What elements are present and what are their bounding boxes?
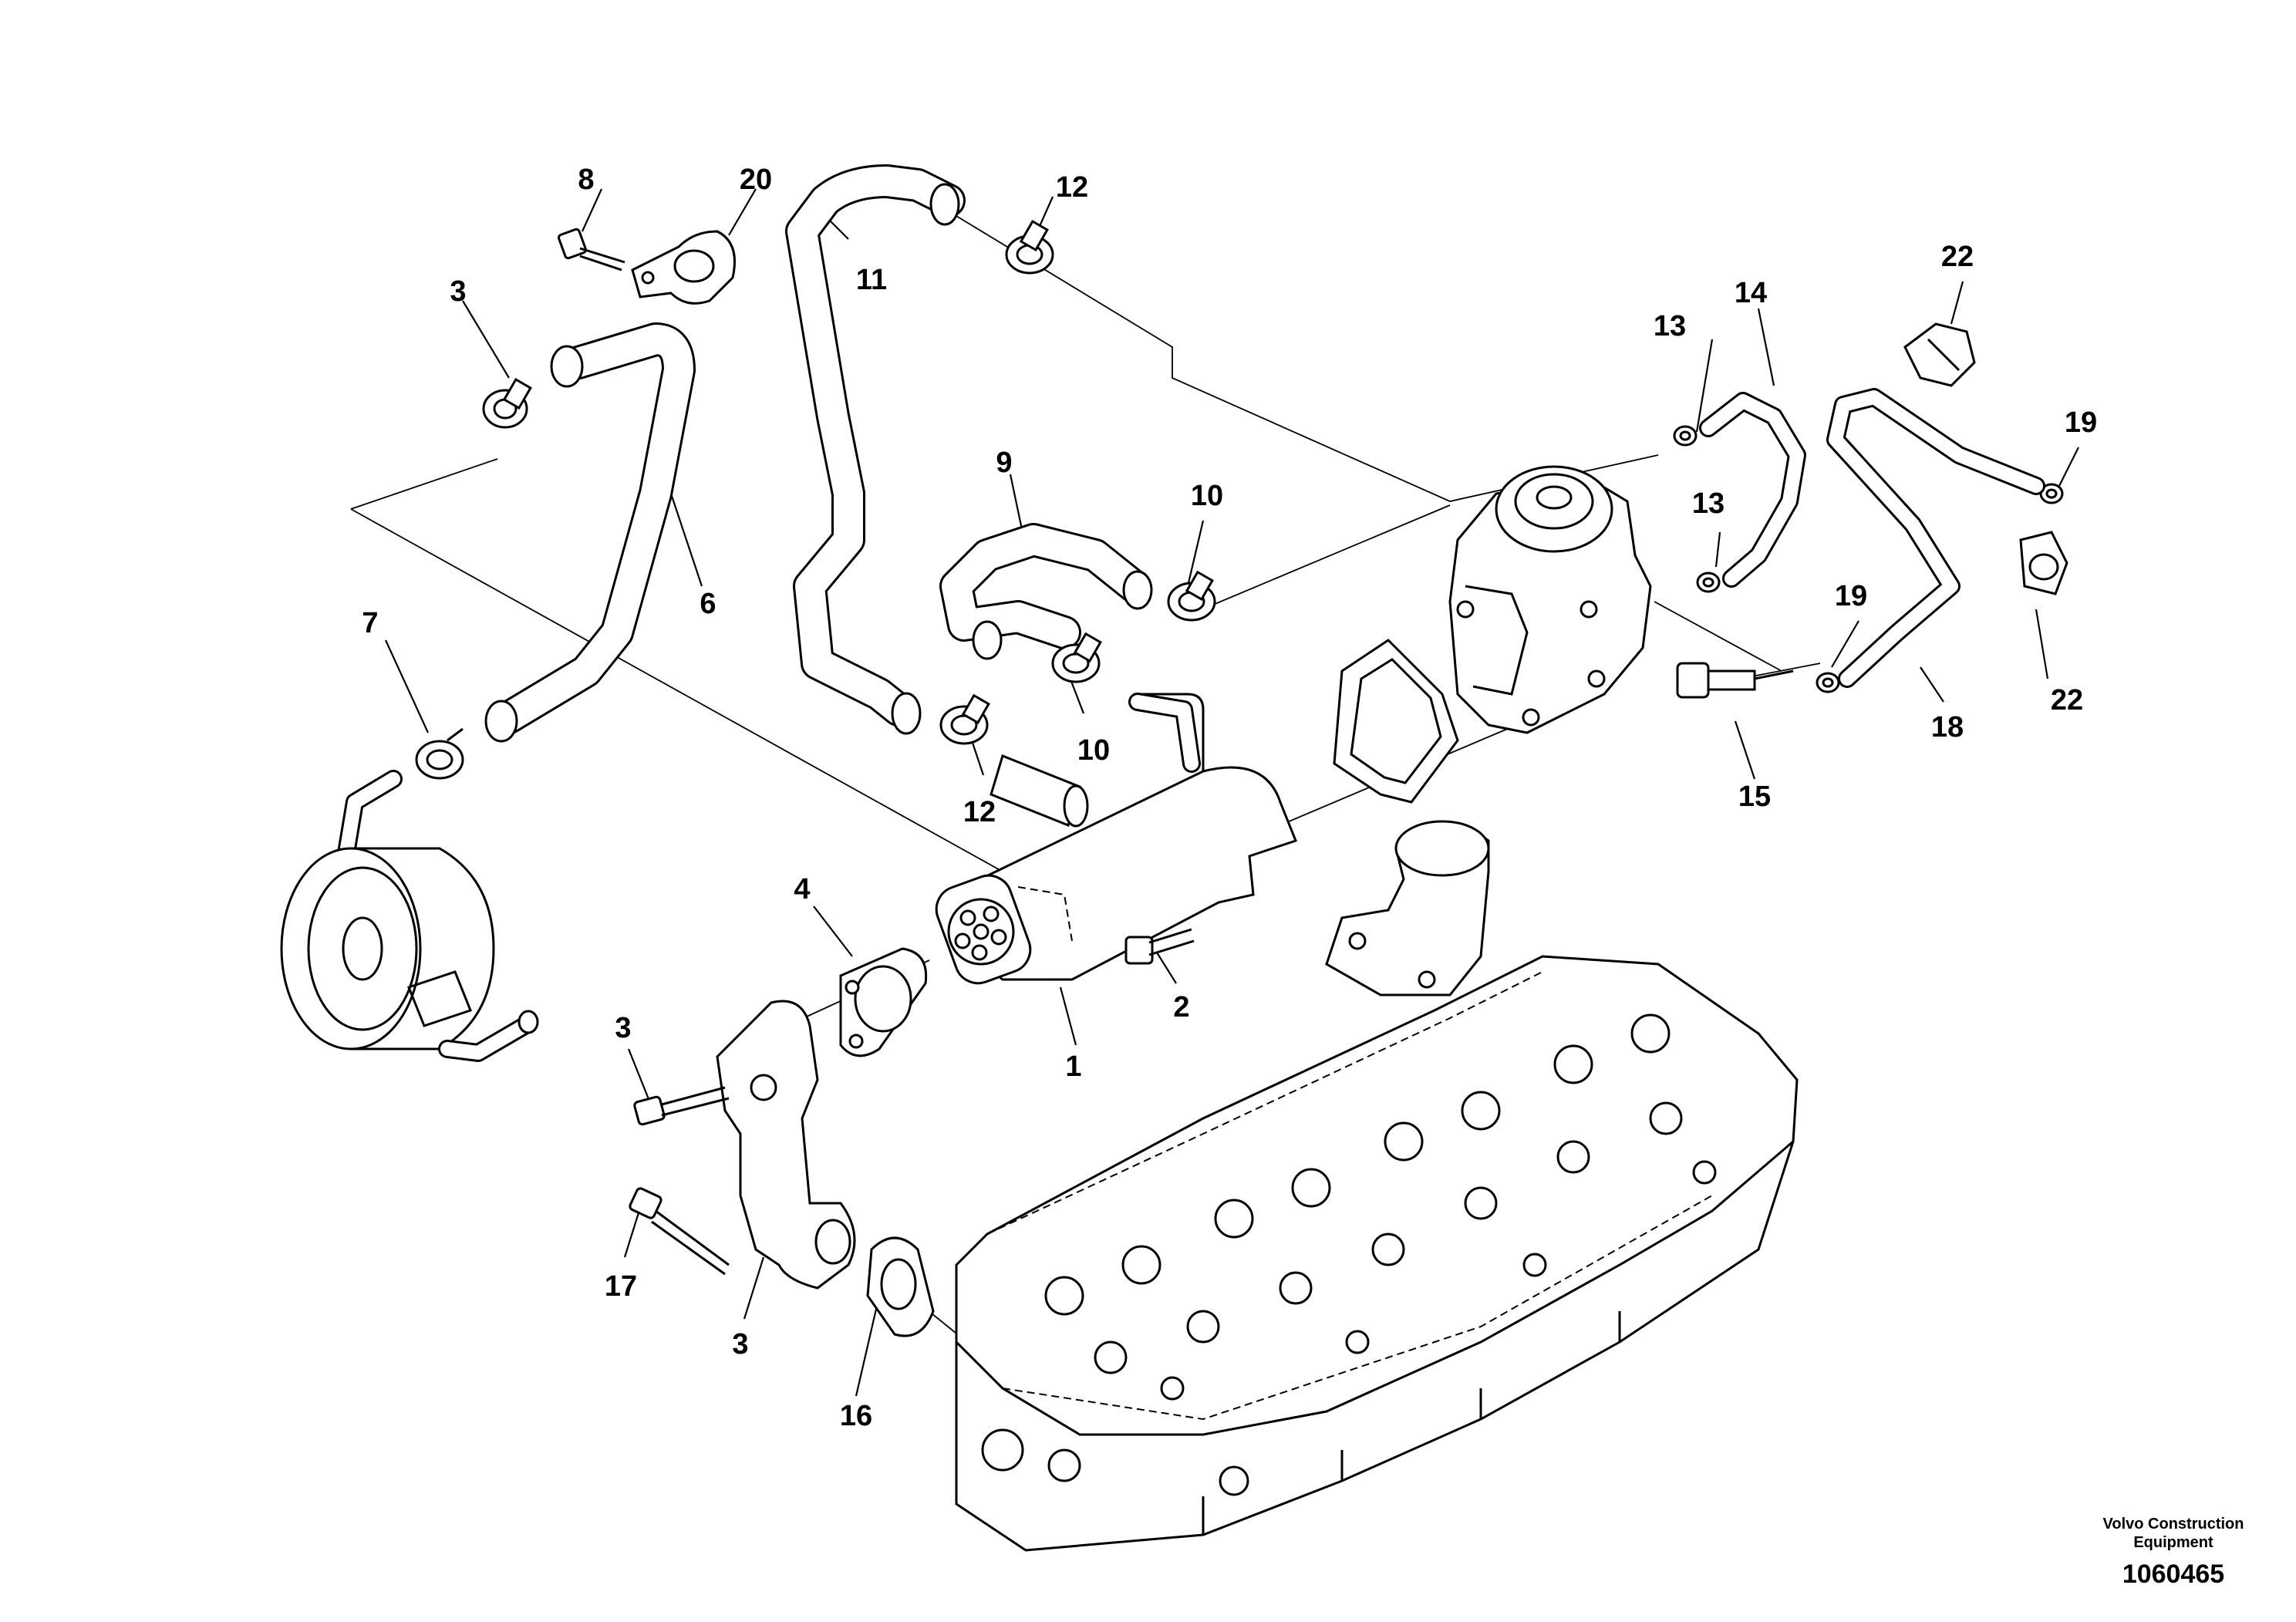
bolt-3-lower: [633, 1086, 730, 1126]
hose-14: [1699, 392, 1806, 588]
bolt-17: [629, 1187, 730, 1276]
drawing-number: 1060465: [2122, 1560, 2224, 1589]
callout-3: 3: [732, 1328, 748, 1361]
connector-tube: [990, 754, 1089, 828]
hose-clamp-10-upper: [1167, 570, 1216, 622]
callout-14: 14: [1735, 277, 1767, 309]
callout-3: 3: [615, 1012, 631, 1044]
oil-cooler: [280, 770, 539, 1062]
callout-13: 13: [1692, 487, 1725, 520]
hose-clamp-19-lower: [1816, 672, 1840, 693]
sensor-15: [1676, 662, 1794, 699]
callout-19: 19: [2065, 406, 2097, 439]
callout-4: 4: [794, 873, 810, 905]
callout-18: 18: [1931, 711, 1964, 744]
hose-clamp-7: [415, 727, 464, 780]
callout-3: 3: [450, 275, 466, 308]
egr-valve-gasket: [1333, 639, 1459, 804]
gasket-4: [839, 947, 928, 1057]
gasket-16: [866, 1236, 935, 1337]
callout-6: 6: [700, 588, 716, 620]
clamp-20: [631, 230, 736, 305]
callout-7: 7: [362, 607, 378, 639]
callout-10: 10: [1077, 734, 1110, 767]
cylinder-head: [955, 955, 1799, 1552]
callout-16: 16: [840, 1400, 872, 1432]
hose-clamp-13-lower: [1696, 572, 1721, 593]
clip-22-lower: [2019, 531, 2068, 595]
callout-8: 8: [578, 164, 594, 196]
callout-10: 10: [1191, 480, 1223, 512]
footer: Volvo Construction Equipment 1060465: [2103, 1516, 2244, 1589]
hose-clamp-10-lower: [1051, 632, 1102, 683]
bolt-2: [1124, 928, 1195, 965]
hose-clamp-12-lower: [939, 693, 990, 745]
exhaust-elbow-3: [716, 1000, 856, 1290]
hose-6: [484, 322, 696, 743]
callout-11: 11: [856, 264, 887, 296]
hose-clamp-3-upper: [482, 377, 532, 429]
bolt-8: [557, 228, 625, 271]
brand-line-2: Equipment: [2133, 1534, 2213, 1551]
clip-22-upper: [1903, 322, 1976, 387]
callout-22: 22: [1941, 241, 1974, 273]
hose-11: [785, 164, 966, 735]
thermostat-housing: [1325, 820, 1490, 996]
hose-18: [1826, 388, 2045, 688]
hose-clamp-12-upper: [1005, 219, 1054, 275]
callout-22: 22: [2051, 684, 2083, 717]
callout-17: 17: [605, 1270, 637, 1303]
leader-lines: [350, 188, 2079, 1397]
callout-20: 20: [740, 164, 772, 196]
callout-1: 1: [1065, 1050, 1081, 1083]
callout-12: 12: [1056, 171, 1088, 204]
brand-line-1: Volvo Construction: [2103, 1516, 2244, 1533]
callout-19: 19: [1835, 580, 1867, 612]
cylinder-head-ports: [981, 1013, 1717, 1496]
egr-cooler-1: [935, 693, 1297, 985]
callout-15: 15: [1738, 781, 1771, 813]
callout-labels: 8 20 3 11 12 6 7 9 10 10 12 13 14 13 22 …: [362, 164, 2097, 1432]
egr-valve: [1448, 465, 1652, 734]
hose-9: [939, 523, 1153, 660]
callout-2: 2: [1173, 991, 1189, 1023]
callout-13: 13: [1654, 310, 1686, 342]
callout-9: 9: [996, 447, 1012, 479]
callout-12: 12: [963, 796, 996, 828]
hose-clamp-13-upper: [1673, 425, 1698, 447]
